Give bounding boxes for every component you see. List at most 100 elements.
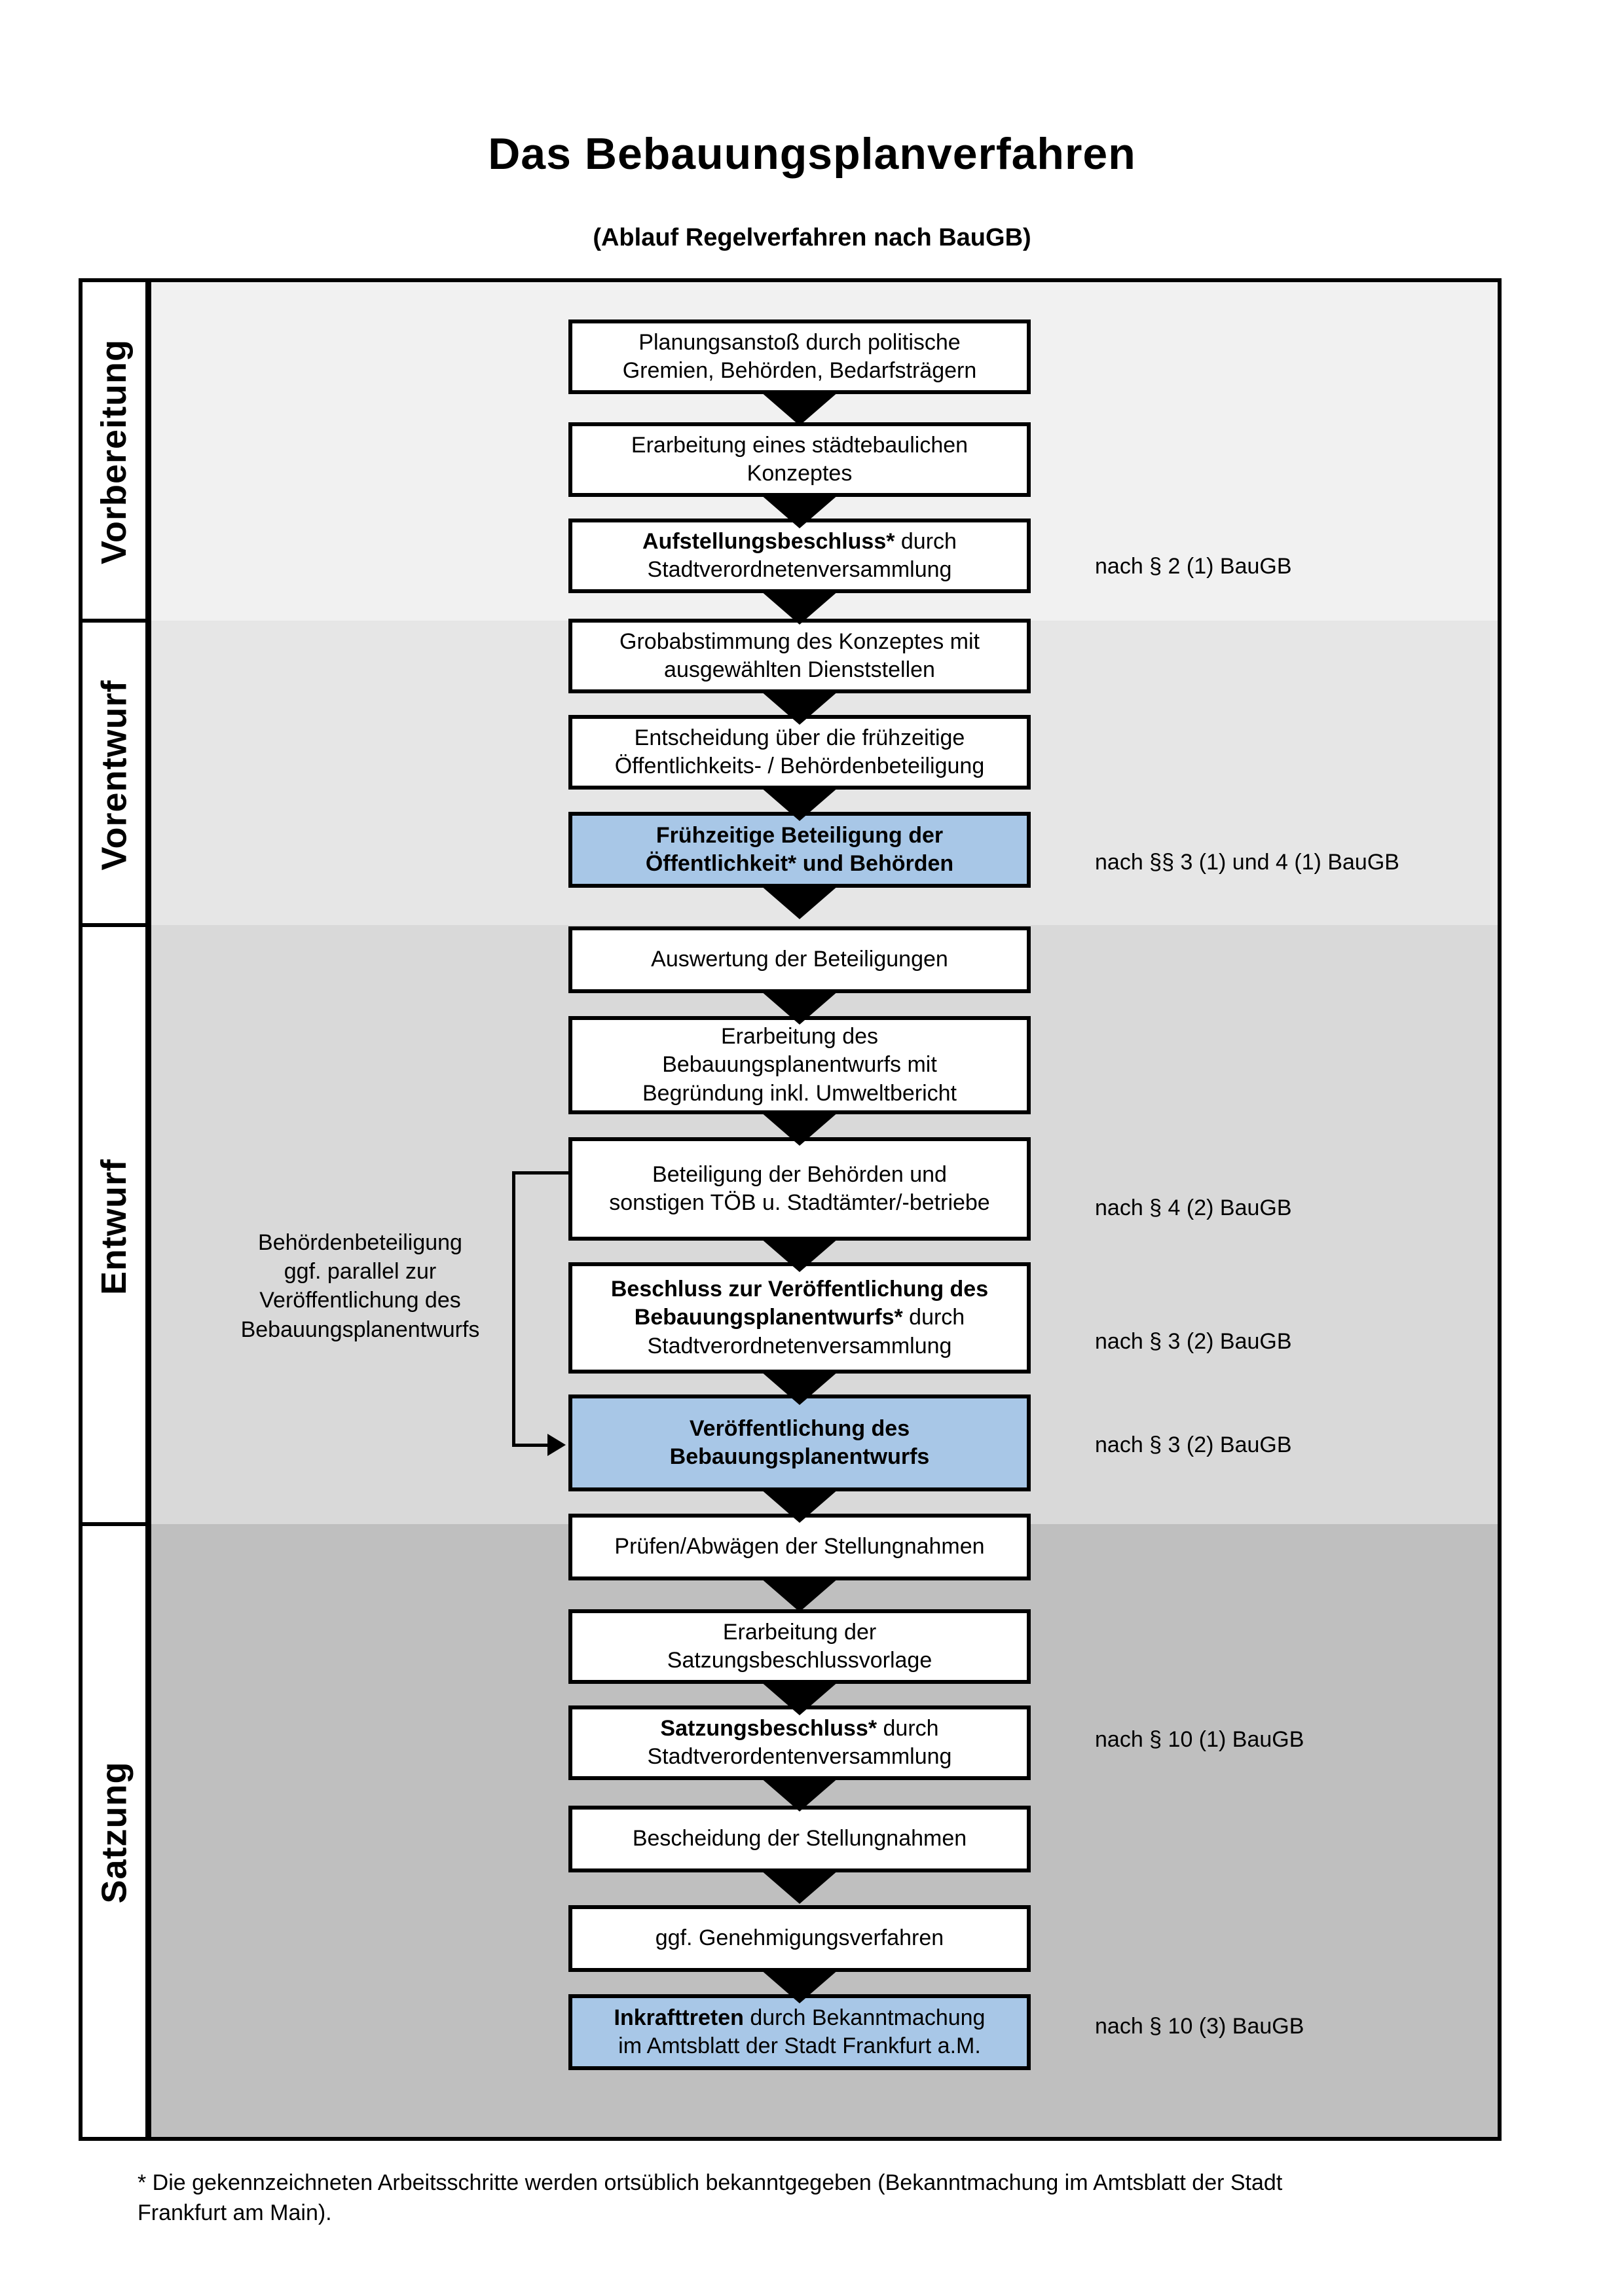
flow-step-bescheidung-stellungnahmen: Bescheidung der Stellungnahmen xyxy=(568,1806,1031,1872)
flow-step-text: Stadtverordentenversammlung xyxy=(647,1744,952,1769)
arrow-down-icon xyxy=(760,591,839,625)
arrow-right-icon xyxy=(547,1434,566,1456)
law-reference: nach § 4 (2) BauGB xyxy=(1095,1195,1292,1220)
flow-step-text: Planungsanstoß durch politische xyxy=(638,329,961,355)
law-reference: nach § 10 (3) BauGB xyxy=(1095,2014,1304,2039)
footnote-line: Frankfurt am Main). xyxy=(138,2200,332,2225)
flow-step-line: sonstigen TÖB u. Stadtämter/-betriebe xyxy=(609,1189,989,1217)
flow-step-line: Bebauungsplanentwurfs xyxy=(670,1443,930,1471)
flow-step-text: Stadtverordnetenversammlung xyxy=(647,1333,952,1358)
flow-step-line: Inkrafttreten durch Bekanntmachung xyxy=(614,2004,986,2032)
flow-step-line: Öffentlichkeit* und Behörden xyxy=(646,850,953,878)
flow-step-genehmigungsverfahren: ggf. Genehmigungsverfahren xyxy=(568,1905,1031,1972)
flow-step-text: sonstigen TÖB u. Stadtämter/-betriebe xyxy=(609,1190,990,1215)
flow-step-line: Erarbeitung eines städtebaulichen xyxy=(631,431,968,460)
flow-step-text: ausgewählten Dienststellen xyxy=(664,657,935,682)
law-reference: nach § 10 (1) BauGB xyxy=(1095,1727,1304,1752)
law-reference: nach § 3 (2) BauGB xyxy=(1095,1329,1292,1354)
flow-step-text: durch xyxy=(902,1305,965,1330)
parallel-connector-line xyxy=(512,1444,549,1447)
flow-step-line: Stadtverordentenversammlung xyxy=(648,1743,952,1771)
phase-label-text: Vorentwurf xyxy=(94,680,134,870)
phase-label-entwurf: Entwurf xyxy=(83,929,145,1524)
flow-step-text: Gremien, Behörden, Bedarfsträgern xyxy=(622,358,977,383)
flow-step-text: Öffentlichkeits- / Behördenbeteiligung xyxy=(614,754,985,778)
flow-step-line: Konzeptes xyxy=(747,460,853,488)
phase-cell-divider xyxy=(79,619,147,623)
flow-step-text: Begründung inkl. Umweltbericht xyxy=(642,1080,957,1106)
flow-step-text: Konzeptes xyxy=(747,461,853,486)
arrow-down-icon xyxy=(760,1969,839,2003)
flow-step-line: Frühzeitige Beteiligung der xyxy=(656,822,943,850)
flow-step-text: Auswertung der Beteiligungen xyxy=(651,947,948,972)
flow-step-line: im Amtsblatt der Stadt Frankfurt a.M. xyxy=(618,2032,981,2060)
flow-step-line: Planungsanstoß durch politische xyxy=(638,329,960,357)
flow-step-text: Öffentlichkeit* und Behörden xyxy=(645,851,954,876)
footnote: * Die gekennzeichneten Arbeitsschritte w… xyxy=(138,2168,1532,2229)
flow-step-line: Stadtverordnetenversammlung xyxy=(648,556,952,584)
phase-label-vorentwurf: Vorentwurf xyxy=(83,625,145,925)
arrow-down-icon xyxy=(760,494,839,528)
parallel-note-line: Veröffentlichung des xyxy=(259,1288,461,1313)
parallel-connector-line xyxy=(512,1171,515,1447)
phase-label-text: Satzung xyxy=(94,1761,134,1904)
flow-step-text: Satzungsbeschlussvorlage xyxy=(667,1648,932,1673)
flow-step-text: durch Bekanntmachung xyxy=(743,2005,986,2030)
flow-step-line: ggf. Genehmigungsverfahren xyxy=(655,1924,944,1952)
arrow-down-icon xyxy=(760,1489,839,1523)
flow-step-text: Satzungsbeschluss* xyxy=(660,1715,877,1741)
flow-step-text: Prüfen/Abwägen der Stellungnahmen xyxy=(614,1534,985,1559)
arrow-down-icon xyxy=(760,885,839,919)
flow-step-line: Prüfen/Abwägen der Stellungnahmen xyxy=(614,1533,984,1561)
law-reference: nach § 3 (2) BauGB xyxy=(1095,1432,1292,1457)
flow-step-line: Satzungsbeschlussvorlage xyxy=(667,1647,932,1675)
flow-step-text: durch xyxy=(877,1715,939,1741)
law-reference: nach § 2 (1) BauGB xyxy=(1095,554,1292,579)
flow-step-pruefen-abwaegen: Prüfen/Abwägen der Stellungnahmen xyxy=(568,1514,1031,1580)
arrow-down-icon xyxy=(760,1681,839,1715)
flow-step-text: Erarbeitung eines städtebaulichen xyxy=(631,432,969,458)
page-subtitle: (Ablauf Regelverfahren nach BauGB) xyxy=(593,224,1031,251)
flow-step-line: Bebauungsplanentwurfs mit xyxy=(662,1051,937,1079)
flow-step-line: Veröffentlichung des xyxy=(690,1415,910,1443)
flow-step-line: Beteiligung der Behörden und xyxy=(652,1161,947,1189)
flow-step-line: Beschluss zur Veröffentlichung des xyxy=(611,1275,988,1303)
flow-step-line: ausgewählten Dienststellen xyxy=(664,656,935,684)
flow-step-line: Grobabstimmung des Konzeptes mit xyxy=(619,628,980,656)
arrow-down-icon xyxy=(760,991,839,1025)
parallel-note-line: ggf. parallel zur xyxy=(284,1259,437,1285)
flow-step-text: Erarbeitung des xyxy=(720,1024,879,1049)
arrow-down-icon xyxy=(760,1870,839,1904)
flow-step-text: Inkrafttreten xyxy=(614,2005,744,2030)
arrow-down-icon xyxy=(760,787,839,821)
flow-step-text: Entscheidung über die frühzeitige xyxy=(634,725,965,750)
flow-step-line: Aufstellungsbeschluss* durch xyxy=(642,528,957,556)
flow-step-text: Bebauungsplanentwurfs xyxy=(669,1444,930,1469)
flow-step-text: Stadtverordnetenversammlung xyxy=(647,557,952,582)
flow-step-text: Beschluss zur Veröffentlichung des xyxy=(610,1277,989,1302)
arrow-down-icon xyxy=(760,1578,839,1612)
arrow-down-icon xyxy=(760,1777,839,1812)
parallel-note-line: Behördenbeteiligung xyxy=(258,1230,462,1255)
flow-step-line: Stadtverordnetenversammlung xyxy=(648,1332,952,1360)
flow-step-text: Aufstellungsbeschluss* xyxy=(642,528,895,554)
flow-step-text: Bescheidung der Stellungnahmen xyxy=(632,1826,967,1851)
flow-step-line: Erarbeitung des xyxy=(721,1023,878,1051)
phase-label-text: Vorbereitung xyxy=(94,338,134,564)
flow-step-line: Begründung inkl. Umweltbericht xyxy=(642,1080,957,1108)
arrow-down-icon xyxy=(760,392,839,426)
parallel-connector-line xyxy=(512,1171,568,1175)
flow-step-line: Öffentlichkeits- / Behördenbeteiligung xyxy=(615,752,985,780)
flow-step-text: Erarbeitung der xyxy=(722,1619,877,1645)
flow-step-text: durch xyxy=(895,528,957,554)
